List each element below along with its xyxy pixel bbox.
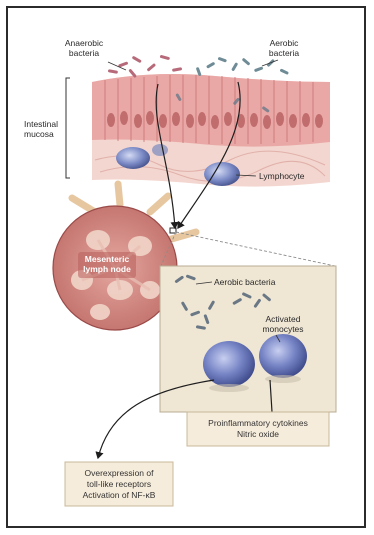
label-anaerobic-bacteria-line1: Anaerobic [65,38,104,48]
label-aerobic-bacteria-line2: bacteria [269,48,300,58]
receptors-line3: Activation of NF-κB [83,490,156,500]
monocyte-right [259,334,307,378]
label-intestinal-mucosa-line1: Intestinal [24,119,58,129]
label-inset-aerobic-bacteria: Aerobic bacteria [214,277,276,287]
receptors-box: Overexpression of toll-like receptors Ac… [65,462,173,506]
cytokines-line1: Proinflammatory cytokines [208,418,308,428]
cytokines-line2: Nitric oxide [237,429,279,439]
label-intestinal-mucosa-line2: mucosa [24,129,54,139]
inset-panel [160,266,336,412]
receptors-line1: Overexpression of [85,468,155,478]
label-activated-monocytes-line1: Activated [266,314,301,324]
label-aerobic-bacteria-line1: Aerobic [270,38,300,48]
intestinal-mucosa [66,74,330,187]
label-anaerobic-bacteria-line2: bacteria [69,48,100,58]
cytokines-box: Proinflammatory cytokines Nitric oxide [187,412,329,446]
label-lymphocyte: Lymphocyte [259,171,305,181]
label-mesenteric-lymph-node-line2: lymph node [83,264,131,274]
label-activated-monocytes-line2: monocytes [262,324,303,334]
receptors-line2: toll-like receptors [87,479,151,489]
label-mesenteric-lymph-node-line1: Mesenteric [85,254,130,264]
